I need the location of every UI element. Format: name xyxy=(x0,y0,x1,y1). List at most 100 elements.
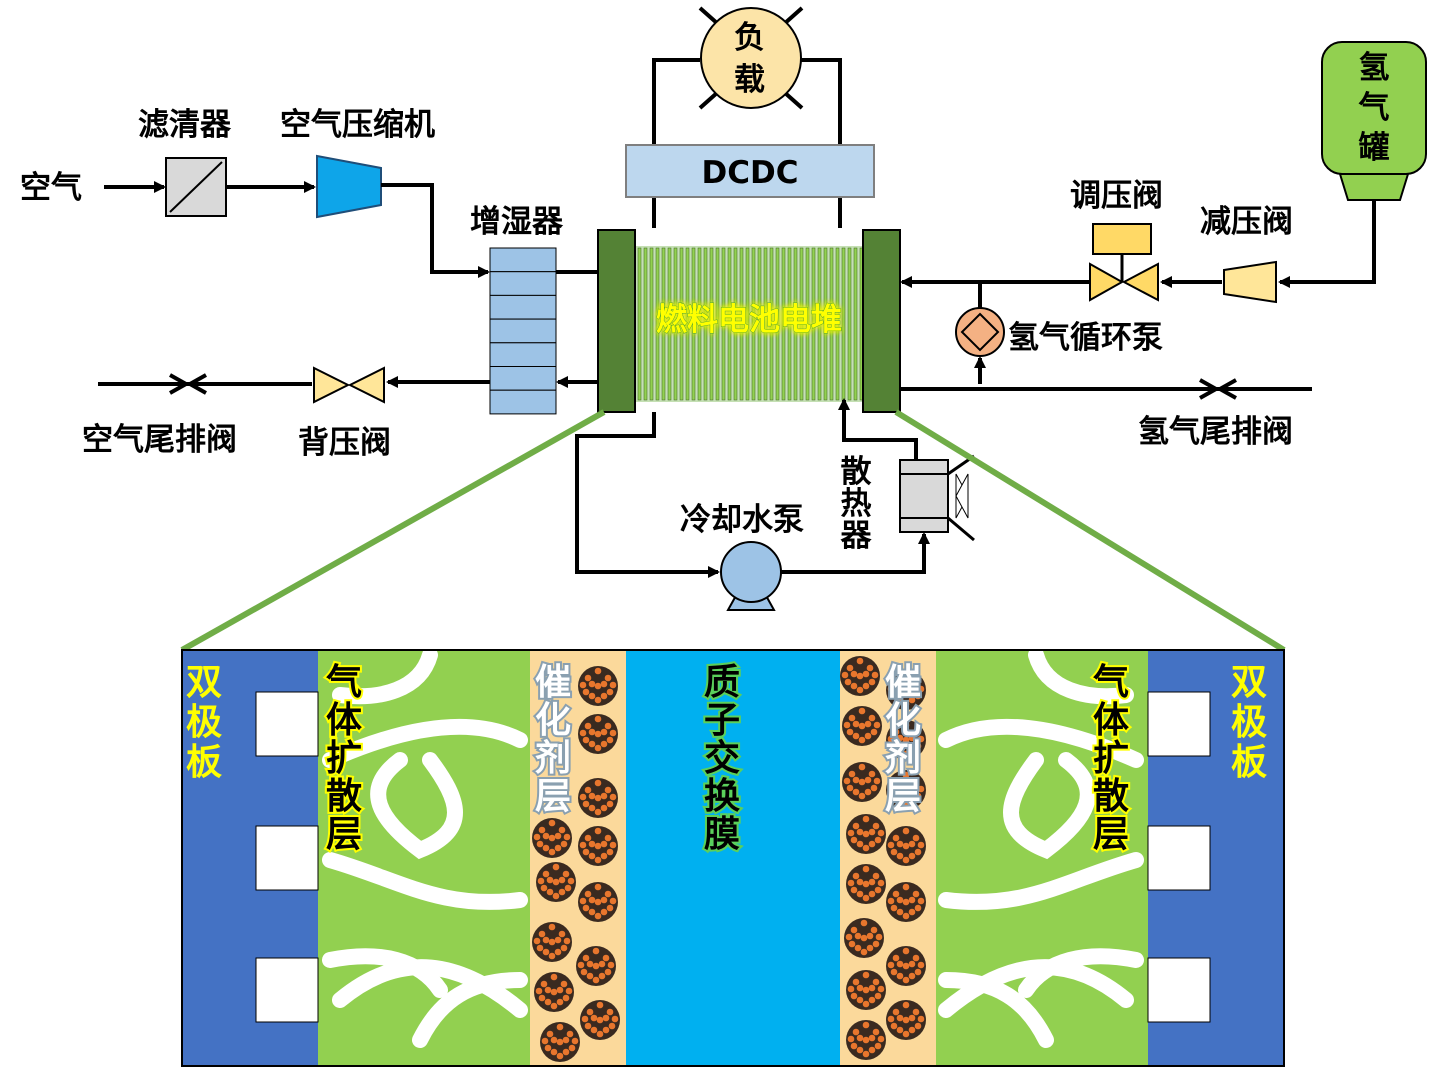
gdl-pores-right xyxy=(938,647,1144,1048)
stack-cell-plate xyxy=(799,247,804,401)
catalyst-label-left: 层 xyxy=(535,776,571,817)
membrane-label: 换 xyxy=(704,776,740,817)
gdl-label-right: 体 xyxy=(1093,700,1129,741)
stack-cell-plate xyxy=(793,247,798,401)
catalyst-particles xyxy=(532,656,926,1062)
air-exhaust-valve-icon xyxy=(169,373,207,395)
stack-cell-plate xyxy=(703,247,708,401)
compressor-to-humidifier-pipe xyxy=(381,183,490,278)
stack-cell-plate xyxy=(847,247,852,401)
pressure-regulator-label: 调压阀 xyxy=(1070,178,1163,214)
catalyst-label-left: 化 xyxy=(535,700,571,741)
flow-channels xyxy=(255,691,1211,1023)
pump-to-radiator-pipe xyxy=(781,532,930,574)
back-pressure-valve-icon xyxy=(313,366,385,404)
stack-cell-plate xyxy=(721,247,726,401)
catalyst-label-right: 催 xyxy=(885,662,921,703)
pressure-reducer-icon xyxy=(1223,260,1277,304)
catalyst-particle xyxy=(886,1000,926,1040)
stack-cell-plate xyxy=(823,247,828,401)
radiator-to-stack-pipe xyxy=(838,398,918,460)
air-label: 空气 xyxy=(20,170,82,206)
gdl-label-left: 散 xyxy=(326,776,362,817)
stack-cell-plate xyxy=(757,247,762,401)
stack-cell-plate xyxy=(835,247,840,401)
stack-cell-plate xyxy=(649,247,654,401)
gdl-label-right: 层 xyxy=(1093,814,1129,855)
stack-cell-plate xyxy=(691,247,696,401)
proton-exchange-membrane xyxy=(626,650,840,1066)
stack-cell-plate xyxy=(655,247,660,401)
catalyst-label-right: 化 xyxy=(885,700,921,741)
stack-cell-plate xyxy=(817,247,822,401)
stack-cell-plate xyxy=(709,247,714,401)
membrane-label: 质 xyxy=(704,662,740,703)
catalyst-particle xyxy=(886,670,926,710)
pressure-regulator-icon xyxy=(1089,223,1159,302)
bipolar-plate-label-right: 双 xyxy=(1231,662,1267,703)
gdl-label-left: 扩 xyxy=(326,738,362,779)
stack-cell-plate xyxy=(661,247,666,401)
hydrogen-recirc-pump-icon xyxy=(955,307,1005,357)
gdl-label-left: 层 xyxy=(326,814,362,855)
catalyst-particle xyxy=(886,720,926,760)
stack-cell-plate xyxy=(727,247,732,401)
stack-cell-plate xyxy=(733,247,738,401)
gdl-pores-left xyxy=(322,647,528,1048)
gdl-label-left: 气 xyxy=(326,662,362,703)
catalyst-particle xyxy=(842,706,882,746)
stack-cell-plate xyxy=(679,247,684,401)
zoom-line-left xyxy=(180,409,606,653)
hydrogen-exhaust-valve-label: 氢气尾排阀 xyxy=(1138,414,1293,450)
catalyst-particle xyxy=(578,778,618,818)
back-pressure-valve-label: 背压阀 xyxy=(298,425,391,461)
stack-cell-plate xyxy=(853,247,858,401)
dcdc-box xyxy=(625,144,875,198)
load-label-top: 负 xyxy=(734,20,765,56)
bipolar-plate-label-right: 极 xyxy=(1231,702,1267,743)
filter-icon xyxy=(165,157,227,217)
tank-to-reducer-pipe xyxy=(1278,200,1376,288)
stack-cell-plate xyxy=(829,247,834,401)
stack-cell-plate xyxy=(787,247,792,401)
stack-right-endplate xyxy=(862,229,901,413)
stack-cell-plate xyxy=(697,247,702,401)
membrane-label: 交 xyxy=(704,737,740,779)
filter-label: 滤清器 xyxy=(138,107,232,143)
bipolar-plate-label-left: 双 xyxy=(186,662,222,703)
stack-cell-plate xyxy=(751,247,756,401)
stack-cell-plate xyxy=(775,247,780,401)
dcdc-label: DCDC xyxy=(702,155,799,191)
catalyst-particle xyxy=(842,762,882,802)
catalyst-particle xyxy=(576,946,616,986)
catalyst-particle xyxy=(846,970,886,1010)
catalyst-label-right: 层 xyxy=(885,776,921,817)
system-schematic: 空气 滤清器 空气压缩机 增湿器 背压阀 空气尾排 xyxy=(20,6,1427,611)
stack-cell-plate xyxy=(805,247,810,401)
stack-cell-plate xyxy=(781,247,786,401)
catalyst-particle xyxy=(846,864,886,904)
stack-cell-plate xyxy=(811,247,816,401)
hydrogen-tank-label-1: 氢 xyxy=(1359,50,1390,86)
stack-cell-plate xyxy=(763,247,768,401)
radiator-label-3: 器 xyxy=(840,518,873,554)
catalyst-label-right: 剂 xyxy=(885,738,921,779)
pressure-reducer-label: 减压阀 xyxy=(1200,204,1293,240)
radiator-icon xyxy=(899,454,975,542)
catalyst-particle xyxy=(578,714,618,754)
stack-cell-plate xyxy=(769,247,774,401)
stack-cell-plate xyxy=(637,247,642,401)
stack-left-endplate xyxy=(597,229,636,413)
coolant-pump-label: 冷却水泵 xyxy=(680,502,804,538)
mea-border xyxy=(181,649,1285,1067)
load-label-bottom: 载 xyxy=(734,62,765,98)
air-exhaust-valve-label: 空气尾排阀 xyxy=(82,422,237,458)
hydrogen-recirc-pump-label: 氢气循环泵 xyxy=(1008,320,1163,356)
load-icon xyxy=(698,6,804,110)
catalyst-particle xyxy=(534,972,574,1012)
coolant-pump-icon xyxy=(720,541,782,611)
catalyst-particle xyxy=(578,882,618,922)
gdl-label-right: 扩 xyxy=(1093,738,1129,779)
gdl-label-right: 气 xyxy=(1093,662,1129,703)
